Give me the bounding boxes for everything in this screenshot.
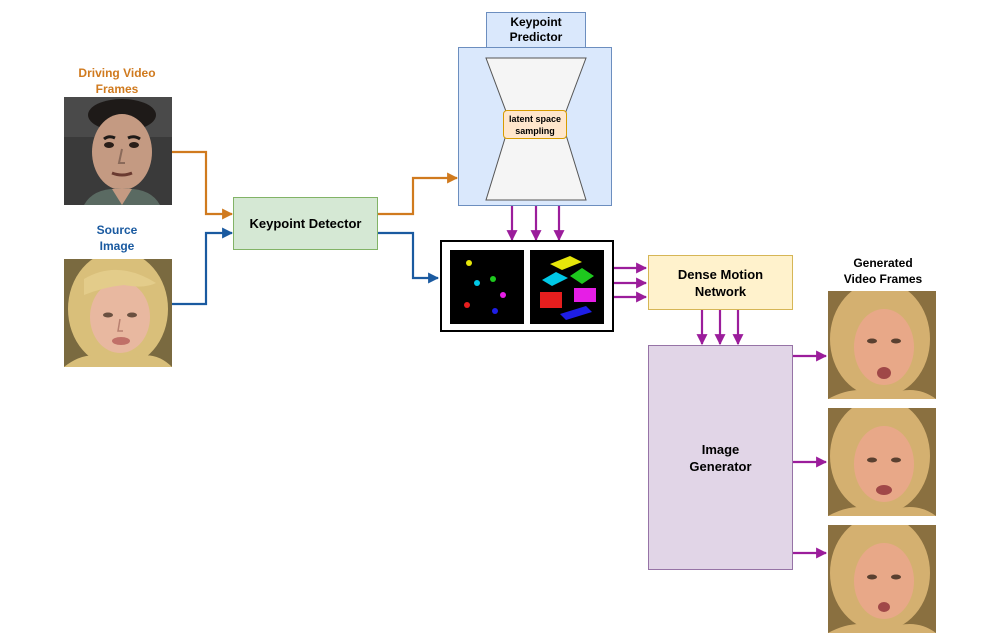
keypoint-dot-green <box>490 276 496 282</box>
generated-face-image-2 <box>828 408 936 516</box>
image-generator-label: Image Generator <box>689 441 752 474</box>
source-face-image <box>64 259 172 367</box>
keypoint-dot-red <box>464 302 470 308</box>
detector-to-panel-arrow <box>378 231 440 284</box>
keypoint-visualization-panel <box>440 240 614 332</box>
dense-motion-network-box: Dense Motion Network <box>648 255 793 310</box>
affine-patch-magenta <box>574 288 596 302</box>
keypoint-dot-cyan <box>474 280 480 286</box>
affine-patch-cyan <box>542 272 568 286</box>
affine-patch-green <box>570 268 594 284</box>
source-to-detector-arrow <box>172 227 234 306</box>
keypoint-dot-magenta <box>500 292 506 298</box>
driving-video-frames-label: Driving Video Frames <box>78 66 156 96</box>
generated-face-image-1 <box>828 291 936 399</box>
keypoint-detector-label: Keypoint Detector <box>249 216 362 231</box>
latent-space-sampling-box: latent space sampling <box>503 110 567 139</box>
driving-face-image <box>64 97 172 205</box>
dense-motion-network-label: Dense Motion Network <box>677 266 764 299</box>
affine-patch-blue <box>560 306 592 320</box>
keypoint-predictor-label: Keypoint Predictor <box>509 15 563 44</box>
detector-to-predictor-arrow <box>378 172 459 216</box>
source-image-label: Source Image <box>96 223 138 253</box>
generated-video-frames-label: Generated Video Frames <box>843 256 923 286</box>
keypoint-detector-box: Keypoint Detector <box>233 197 378 250</box>
affine-patch-red <box>540 292 562 308</box>
keypoint-predictor-title-box: Keypoint Predictor <box>486 12 586 48</box>
latent-space-sampling-label: latent space sampling <box>508 113 562 136</box>
keypoint-dot-blue <box>492 308 498 314</box>
affine-patch-yellow <box>550 256 582 270</box>
driving-to-detector-arrow <box>172 150 234 220</box>
generated-face-image-3 <box>828 525 936 633</box>
image-generator-box: Image Generator <box>648 345 793 570</box>
keypoints-image <box>450 250 524 324</box>
keypoint-dot-yellow <box>466 260 472 266</box>
